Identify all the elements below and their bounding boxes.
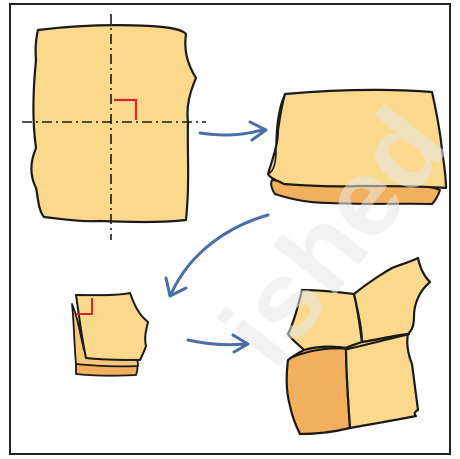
arrow-step1-to-step2 <box>200 122 266 140</box>
unfolded-paper-with-fold-lines <box>22 14 206 240</box>
quarter-top-layer <box>76 293 148 360</box>
crease-panel-lower-right <box>346 334 418 428</box>
paper-folded-into-quarter <box>72 293 148 376</box>
irregular-paper-sheet <box>32 25 197 222</box>
